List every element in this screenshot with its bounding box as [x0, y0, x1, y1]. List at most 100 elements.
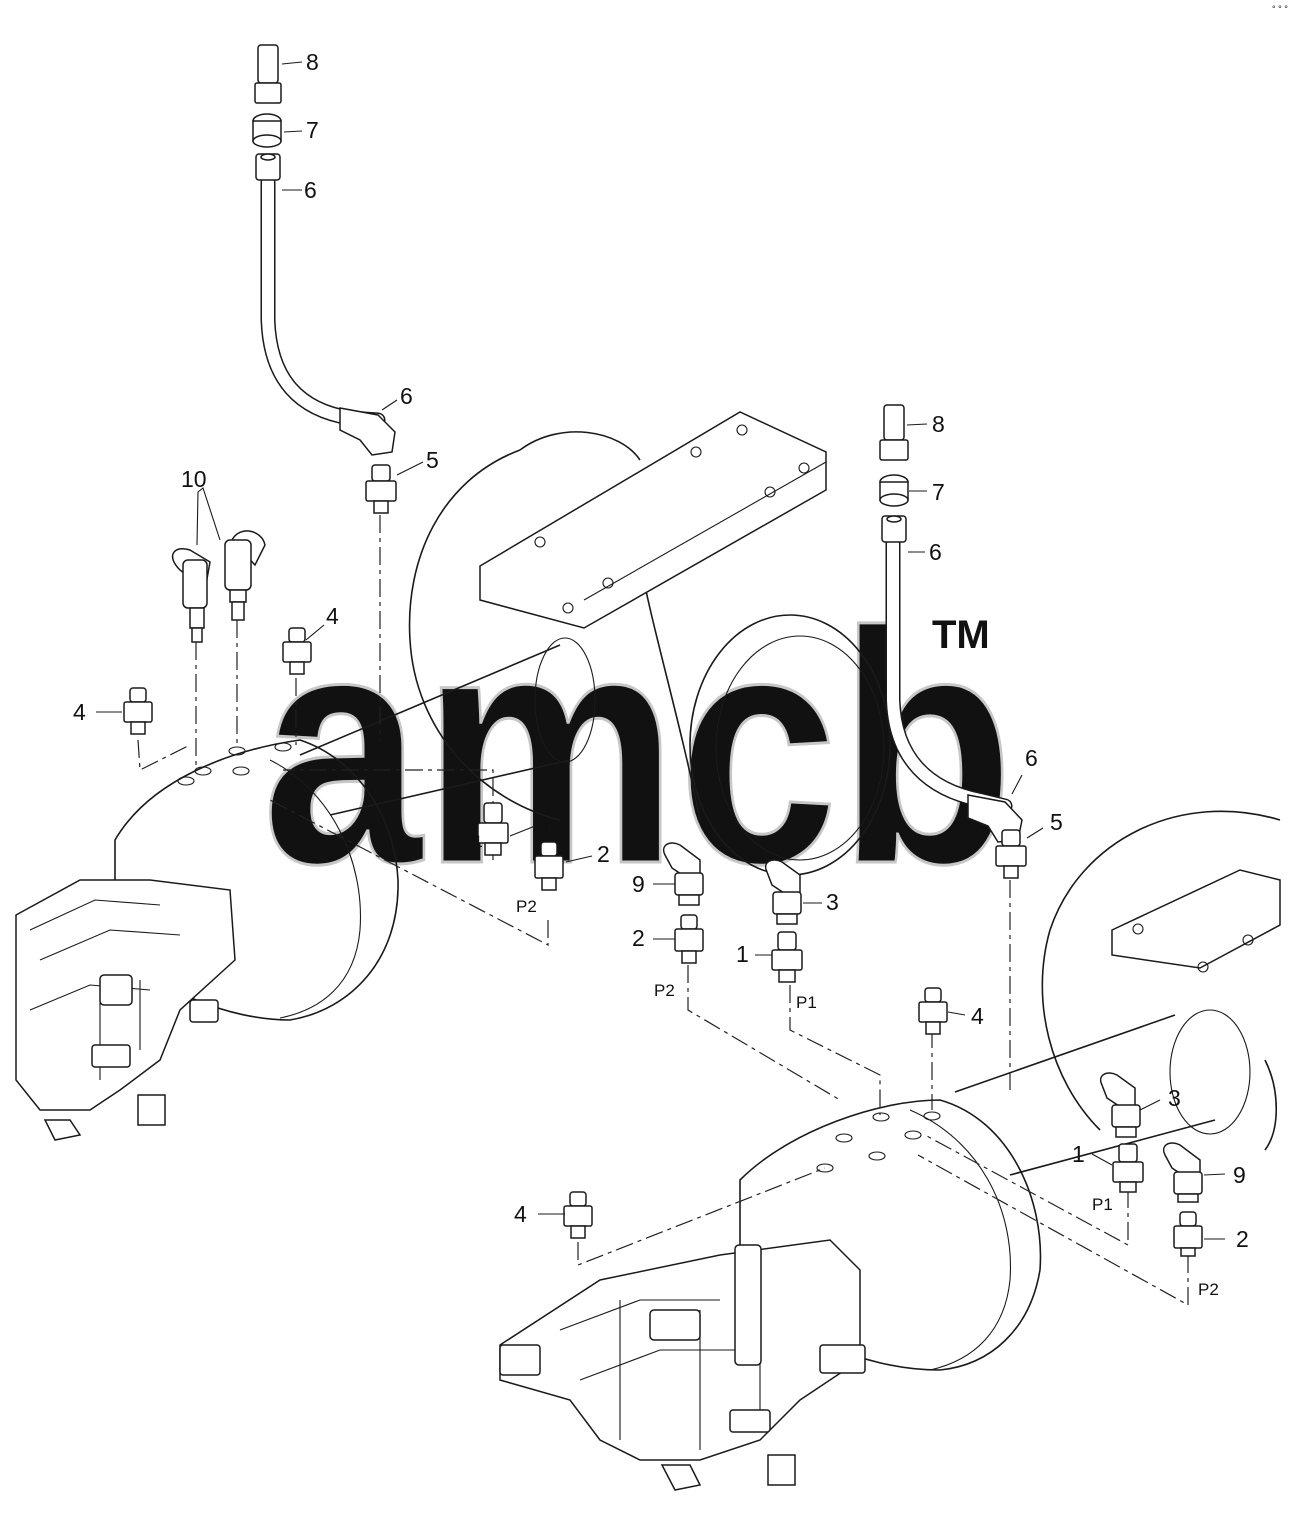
elbow-3a [765, 859, 802, 925]
quick-coupler-10a [171, 548, 211, 643]
port-hole [274, 742, 292, 752]
port-hole [835, 1133, 853, 1143]
lower-drum-back-edge [1041, 810, 1281, 1131]
flange-bolt-hole [1242, 934, 1254, 946]
port-hole [868, 1151, 886, 1161]
callout-number: 8 [932, 411, 945, 437]
callout-number: 2 [632, 925, 645, 951]
callout-number: 4 [326, 603, 339, 629]
callout-number: 1 [736, 941, 749, 967]
port-hole [228, 746, 246, 756]
fitting-2b [674, 914, 704, 964]
upper-drum-top-edge [519, 431, 641, 461]
callout-number: 6 [929, 539, 942, 565]
callout-number: 5 [1050, 809, 1063, 835]
motor-valve-cap [649, 1309, 701, 1341]
port-label: P2 [654, 981, 675, 1000]
flange-bolt-hole [602, 577, 614, 589]
leader-lines [96, 61, 1226, 1240]
quick-coupler-10b [224, 530, 266, 621]
motor-drain-elbow [43, 1119, 82, 1141]
port-label: P1 [462, 832, 483, 851]
fitting-2c [1173, 1211, 1203, 1257]
lower-gearbox-face [909, 1109, 1012, 1371]
port-hole [904, 1130, 922, 1140]
motor-fitting [819, 1344, 866, 1374]
fitting-1c [1112, 1143, 1144, 1193]
upper-drum-face-inner [715, 635, 885, 861]
upper-axle-tube-bottom [329, 759, 571, 816]
callout-number: 9 [1233, 1162, 1246, 1188]
upper-axle-tube-top [299, 644, 561, 756]
port-hole [194, 766, 212, 776]
motor-solenoid [499, 1344, 541, 1376]
upper-mount-flange-edge [583, 461, 827, 601]
motor-valve-cap [99, 974, 133, 1006]
elbow-9a [663, 842, 704, 906]
callout-number: 2 [1236, 1226, 1249, 1252]
adapter-5-left [365, 464, 397, 514]
nut-7-upper-left [252, 113, 282, 148]
fitting-4b [123, 687, 153, 735]
callout-number: 5 [426, 447, 439, 473]
port-label: P1 [796, 993, 817, 1012]
upper-axle-collar [534, 637, 596, 763]
flange-bolt-hole [1132, 923, 1144, 935]
flange-bolt-hole [798, 462, 810, 474]
centre-line [137, 739, 191, 771]
motor-drain-elbow [660, 1464, 702, 1491]
adapter-5-right [995, 829, 1027, 879]
lower-axle-collar [1169, 1009, 1251, 1135]
motor-solenoid [91, 1044, 131, 1068]
motor-fitting [729, 1409, 771, 1433]
motor-detail-lines [559, 1299, 761, 1450]
lower-axle-tube-top [954, 1014, 1176, 1093]
trademark-mark: TM [932, 613, 990, 657]
lower-axle-tube-bottom [1009, 1119, 1216, 1176]
plug-8-upper-right [879, 404, 909, 461]
motor-plug [137, 1094, 166, 1126]
upper-mount-flange [479, 411, 827, 629]
corner-mark: ° ° ° [1272, 4, 1288, 14]
callout-number: 1 [1072, 1141, 1085, 1167]
port-hole [923, 1111, 941, 1121]
elbow-3b [1100, 1072, 1141, 1138]
centre-line [917, 1154, 1189, 1307]
port-label: P2 [516, 897, 537, 916]
upper-gearbox-face [269, 759, 362, 1019]
lower-drum-edge [1264, 1059, 1278, 1151]
port-hole [177, 776, 195, 786]
centre-line [789, 985, 881, 1115]
motor-detail-lines [29, 899, 181, 1080]
assembly-centre-lines [137, 515, 1189, 1307]
fitting-2a [534, 841, 564, 891]
upper-axle-assembly [15, 411, 891, 1141]
flange-bolt-hole [690, 446, 702, 458]
centre-line [283, 769, 494, 860]
callout-number: 3 [826, 889, 839, 915]
callout-number: 2 [597, 841, 610, 867]
flange-bolt-hole [736, 424, 748, 436]
hose-end-6-upper-left [255, 153, 281, 181]
lower-axle-assembly [499, 810, 1281, 1491]
motor-fitting [189, 999, 219, 1023]
port-hole [816, 1163, 834, 1173]
centre-line [924, 1134, 1129, 1247]
fitting-1a [477, 802, 509, 856]
callout-number: 3 [1168, 1085, 1181, 1111]
flange-bolt-hole [1197, 961, 1209, 973]
lower-mount-flange [1111, 869, 1281, 969]
callout-number: 4 [73, 699, 86, 725]
flange-bolt-hole [562, 602, 574, 614]
callout-number: 6 [1025, 745, 1038, 771]
centre-line [687, 965, 841, 1101]
fitting-1b [771, 931, 803, 983]
callout-number: 7 [932, 479, 945, 505]
fittings [123, 44, 1203, 1257]
fitting-4d [563, 1191, 593, 1239]
centre-line [577, 1167, 826, 1266]
motor-plug [767, 1454, 796, 1486]
callout-number: 9 [632, 871, 645, 897]
callout-number: 10 [181, 466, 207, 492]
